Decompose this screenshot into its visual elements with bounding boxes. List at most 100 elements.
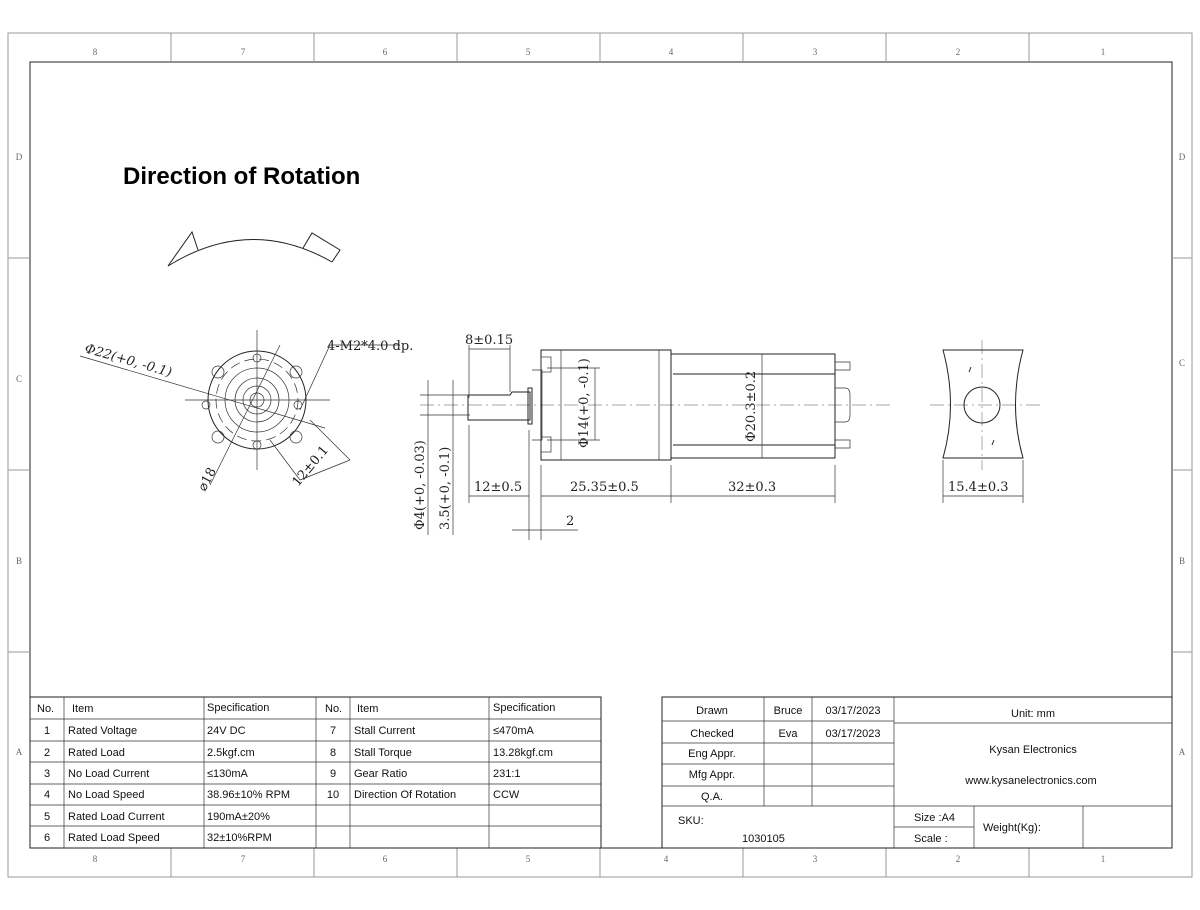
svg-text:C: C: [1179, 358, 1185, 368]
dim-motor-dia: Φ20.3±0.2: [744, 371, 759, 442]
spec-value: 13.28kgf.cm: [493, 747, 553, 759]
spec-value: ≤130mA: [207, 768, 249, 780]
spec-item: Rated Voltage: [68, 725, 137, 737]
page-title: Direction of Rotation: [123, 163, 360, 190]
svg-text:No.: No.: [325, 703, 342, 715]
spec-no: 7: [330, 725, 336, 737]
spec-value: 190mA±20%: [207, 811, 270, 823]
svg-text:1: 1: [1101, 854, 1106, 864]
svg-text:A: A: [16, 747, 23, 757]
spec-table: No. Item Specification No. Item Specific…: [29, 696, 602, 849]
svg-text:8: 8: [93, 854, 98, 864]
svg-text:7: 7: [241, 854, 246, 864]
dim-motor-width: 15.4±0.3: [948, 480, 1009, 495]
sku-value: 1030105: [742, 833, 785, 845]
spec-no: 6: [44, 832, 50, 844]
dim-front-hole-spacing: 12±0.1: [290, 443, 332, 489]
svg-text:6: 6: [383, 854, 388, 864]
svg-text:8: 8: [93, 47, 98, 57]
dim-shaft-flat: 3.5(+0, -0.1): [438, 447, 453, 530]
rotation-arrow-icon: [167, 230, 341, 267]
spec-item: No Load Current: [68, 768, 149, 780]
svg-text:Item: Item: [357, 703, 378, 715]
dim-shaft-length: 12±0.5: [474, 480, 522, 495]
svg-text:C: C: [16, 374, 22, 384]
svg-text:Specification: Specification: [207, 702, 269, 714]
approval-role: Q.A.: [701, 791, 723, 803]
dim-shaft-flat-length: 8±0.15: [465, 333, 513, 348]
side-view: 8±0.15 Φ4(+0, -0.03) 3.5(+0, -0.1) 12±0.…: [413, 333, 1024, 540]
dim-boss-dia: Φ14(+0, -0.1): [577, 358, 592, 448]
approval-date: 03/17/2023: [825, 705, 880, 717]
dim-motor-length: 32±0.3: [728, 480, 776, 495]
spec-item: Direction Of Rotation: [354, 789, 456, 801]
spec-no: 1: [44, 725, 50, 737]
svg-text:1: 1: [1101, 47, 1106, 57]
weight-label: Weight(Kg):: [983, 822, 1041, 834]
spec-item: No Load Speed: [68, 789, 144, 801]
size-label: Size :A4: [914, 812, 955, 824]
svg-text:A: A: [1179, 747, 1186, 757]
svg-text:D: D: [1179, 152, 1186, 162]
unit-label: Unit: mm: [1011, 708, 1055, 720]
svg-text:5: 5: [526, 854, 531, 864]
approval-role: Checked: [690, 728, 733, 740]
sku-label: SKU:: [678, 815, 704, 827]
dim-front-holes: 4-M2*4.0 dp.: [327, 339, 413, 354]
svg-text:B: B: [16, 556, 22, 566]
scale-label: Scale :: [914, 833, 948, 845]
spec-no: 5: [44, 811, 50, 823]
spec-value: 38.96±10% RPM: [207, 789, 290, 801]
spec-table-header: No. Item Specification No. Item Specific…: [37, 702, 555, 715]
spec-value: 24V DC: [207, 725, 246, 737]
spec-item: Rated Load Current: [68, 811, 165, 823]
dim-boss-length: 2: [566, 514, 574, 529]
dim-shaft-dia: Φ4(+0, -0.03): [413, 440, 428, 530]
svg-text:Item: Item: [72, 703, 93, 715]
svg-text:Specification: Specification: [493, 702, 555, 714]
svg-text:No.: No.: [37, 703, 54, 715]
svg-text:5: 5: [526, 47, 531, 57]
spec-no: 10: [327, 789, 339, 801]
spec-value: CCW: [493, 789, 520, 801]
front-view: Φ22(+0, -0.1) 4-M2*4.0 dp. ⌀18 12±0.1: [79, 330, 413, 494]
zone-labels: 8 7 6 5 4 3 2 1 8 7 6 5 4 3 2 1 D D C C B B A A: [16, 47, 1186, 864]
spec-item: Rated Load: [68, 747, 125, 759]
spec-no: 8: [330, 747, 336, 759]
spec-item: Rated Load Speed: [68, 832, 160, 844]
approval-role: Eng Appr.: [688, 748, 736, 760]
company-website: www.kysanelectronics.com: [964, 775, 1096, 787]
svg-text:3: 3: [813, 47, 818, 57]
svg-text:7: 7: [241, 47, 246, 57]
approval-role: Mfg Appr.: [689, 769, 735, 781]
spec-value: 32±10%RPM: [207, 832, 272, 844]
spec-item: Gear Ratio: [354, 768, 407, 780]
spec-no: 9: [330, 768, 336, 780]
svg-text:4: 4: [664, 854, 669, 864]
svg-text:2: 2: [956, 47, 961, 57]
svg-text:3: 3: [813, 854, 818, 864]
svg-text:B: B: [1179, 556, 1185, 566]
spec-value: 231:1: [493, 768, 521, 780]
spec-item: Stall Torque: [354, 747, 412, 759]
spec-no: 3: [44, 768, 50, 780]
dim-gearbox-length: 25.35±0.5: [570, 480, 639, 495]
spec-value: ≤470mA: [493, 725, 535, 737]
svg-text:2: 2: [956, 854, 961, 864]
spec-item: Stall Current: [354, 725, 415, 737]
approval-name: Eva: [779, 728, 799, 740]
approval-role: Drawn: [696, 705, 728, 717]
spec-no: 4: [44, 789, 50, 801]
approval-name: Bruce: [774, 705, 803, 717]
approval-date: 03/17/2023: [825, 728, 880, 740]
rear-view: 15.4±0.3: [930, 340, 1040, 495]
spec-value: 2.5kgf.cm: [207, 747, 255, 759]
zone-ticks: [8, 33, 1192, 877]
svg-text:6: 6: [383, 47, 388, 57]
svg-text:D: D: [16, 152, 23, 162]
dim-front-pcd: ⌀18: [195, 465, 220, 494]
company-name: Kysan Electronics: [989, 744, 1077, 756]
spec-no: 2: [44, 747, 50, 759]
svg-text:4: 4: [669, 47, 674, 57]
